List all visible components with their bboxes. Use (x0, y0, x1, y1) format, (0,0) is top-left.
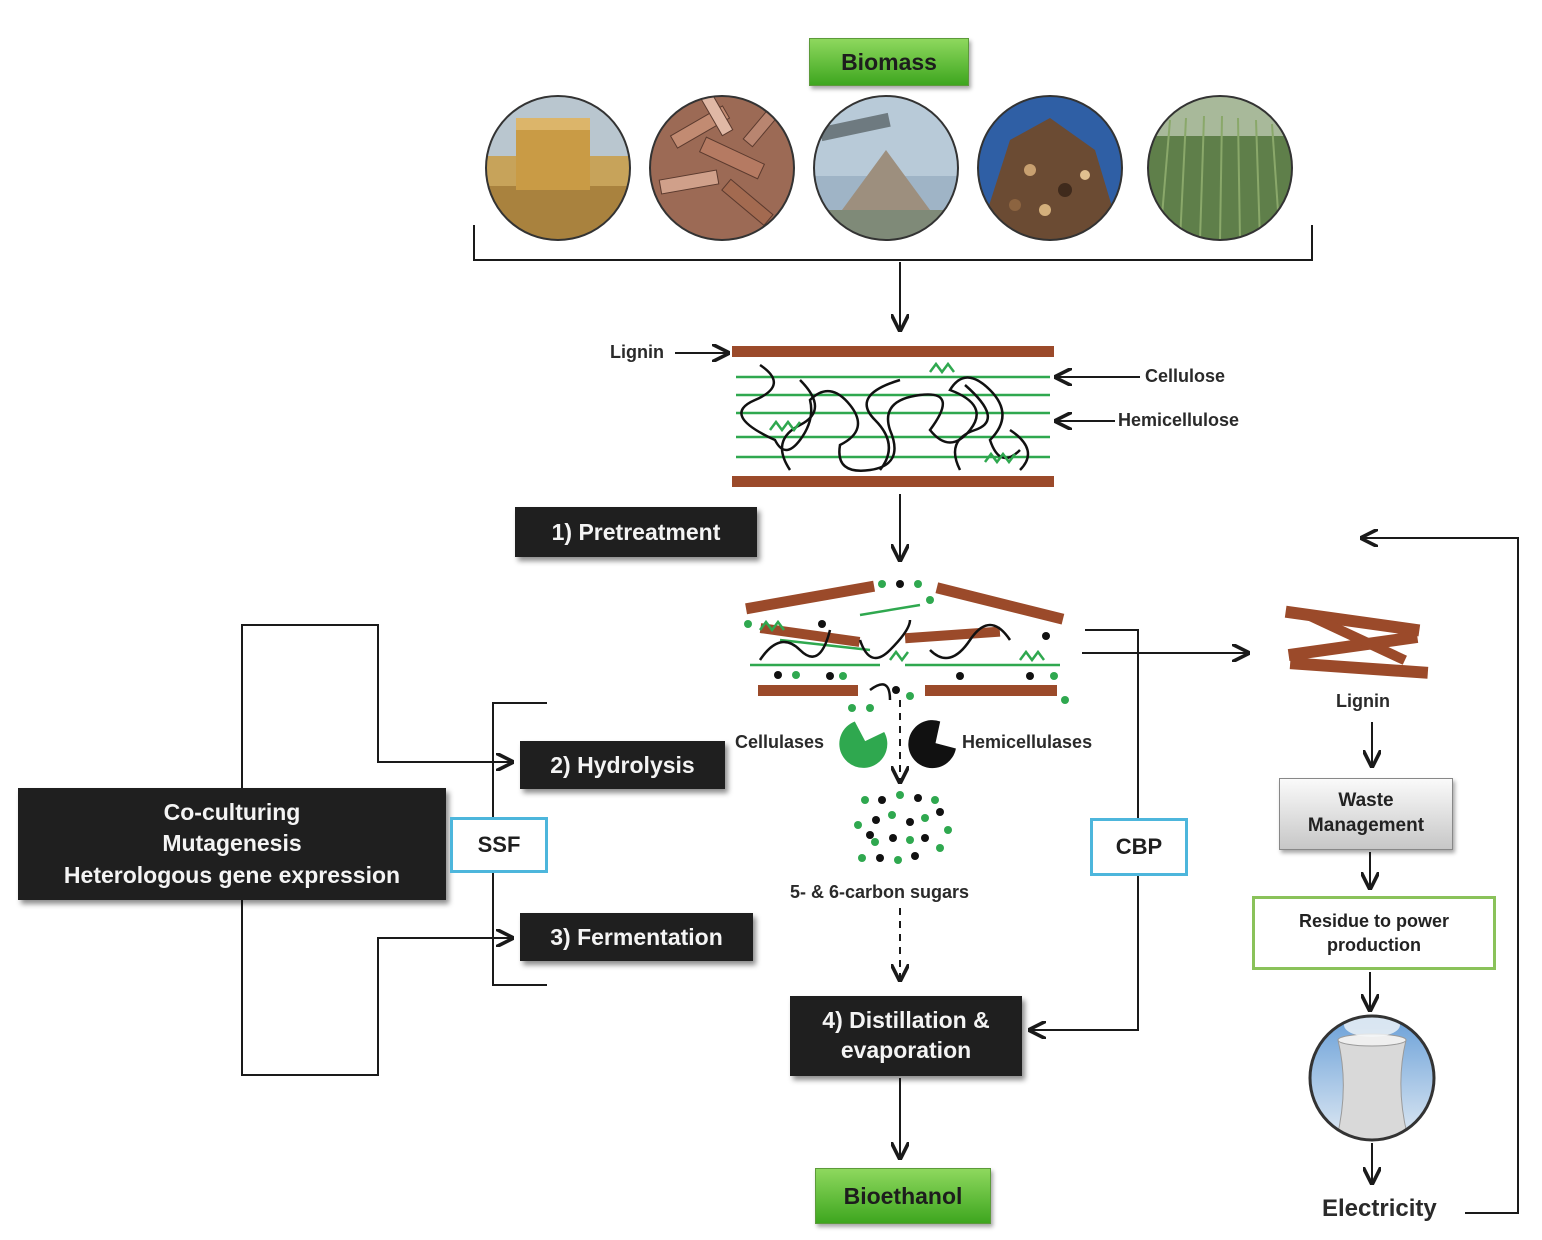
hemicellulase-enzyme-icon (908, 720, 956, 769)
sugars-label: 5- & 6-carbon sugars (790, 882, 970, 902)
hemicellulose-label: Hemicellulose (1118, 410, 1240, 430)
distillation-box: 4) Distillation & evaporation (790, 996, 1022, 1076)
biomass-box: Biomass (809, 38, 969, 86)
biomass-photo-wood-chips (649, 95, 795, 241)
strategies-box: Co-culturing Mutagenesis Heterologous ge… (18, 788, 446, 900)
ssf-box: SSF (450, 817, 548, 873)
hemicellulases-label: Hemicellulases (962, 732, 1093, 752)
power-plant-photo (1308, 1014, 1436, 1142)
lignocellulose-structure (732, 346, 1054, 487)
lignin-label: Lignin (610, 342, 664, 362)
bioethanol-box: Bioethanol (815, 1168, 991, 1224)
pretreated-structure (744, 580, 1069, 704)
cellulose-label: Cellulose (1145, 366, 1226, 386)
cbp-box: CBP (1090, 818, 1188, 876)
cellulases-label: Cellulases (735, 732, 825, 752)
pretreatment-box: 1) Pretreatment (515, 507, 757, 557)
electricity-label: Electricity (1322, 1195, 1437, 1222)
fermentation-box: 3) Fermentation (520, 913, 753, 961)
lignin-pieces (1284, 605, 1429, 679)
hydrolysis-box: 2) Hydrolysis (520, 741, 725, 789)
cellulase-enzyme-icon (839, 721, 888, 768)
biomass-photo-waste-pile (977, 95, 1123, 241)
residue-power-box: Residue to power production (1252, 896, 1496, 970)
waste-management-box: Waste Management (1279, 778, 1453, 850)
biomass-photo-hay-bale (485, 95, 631, 241)
biomass-photo-grain-pile (813, 95, 959, 241)
biomass-photo-grass-field (1147, 95, 1293, 241)
lignin-residue-label: Lignin (1336, 691, 1390, 711)
sugar-cluster (854, 791, 952, 864)
